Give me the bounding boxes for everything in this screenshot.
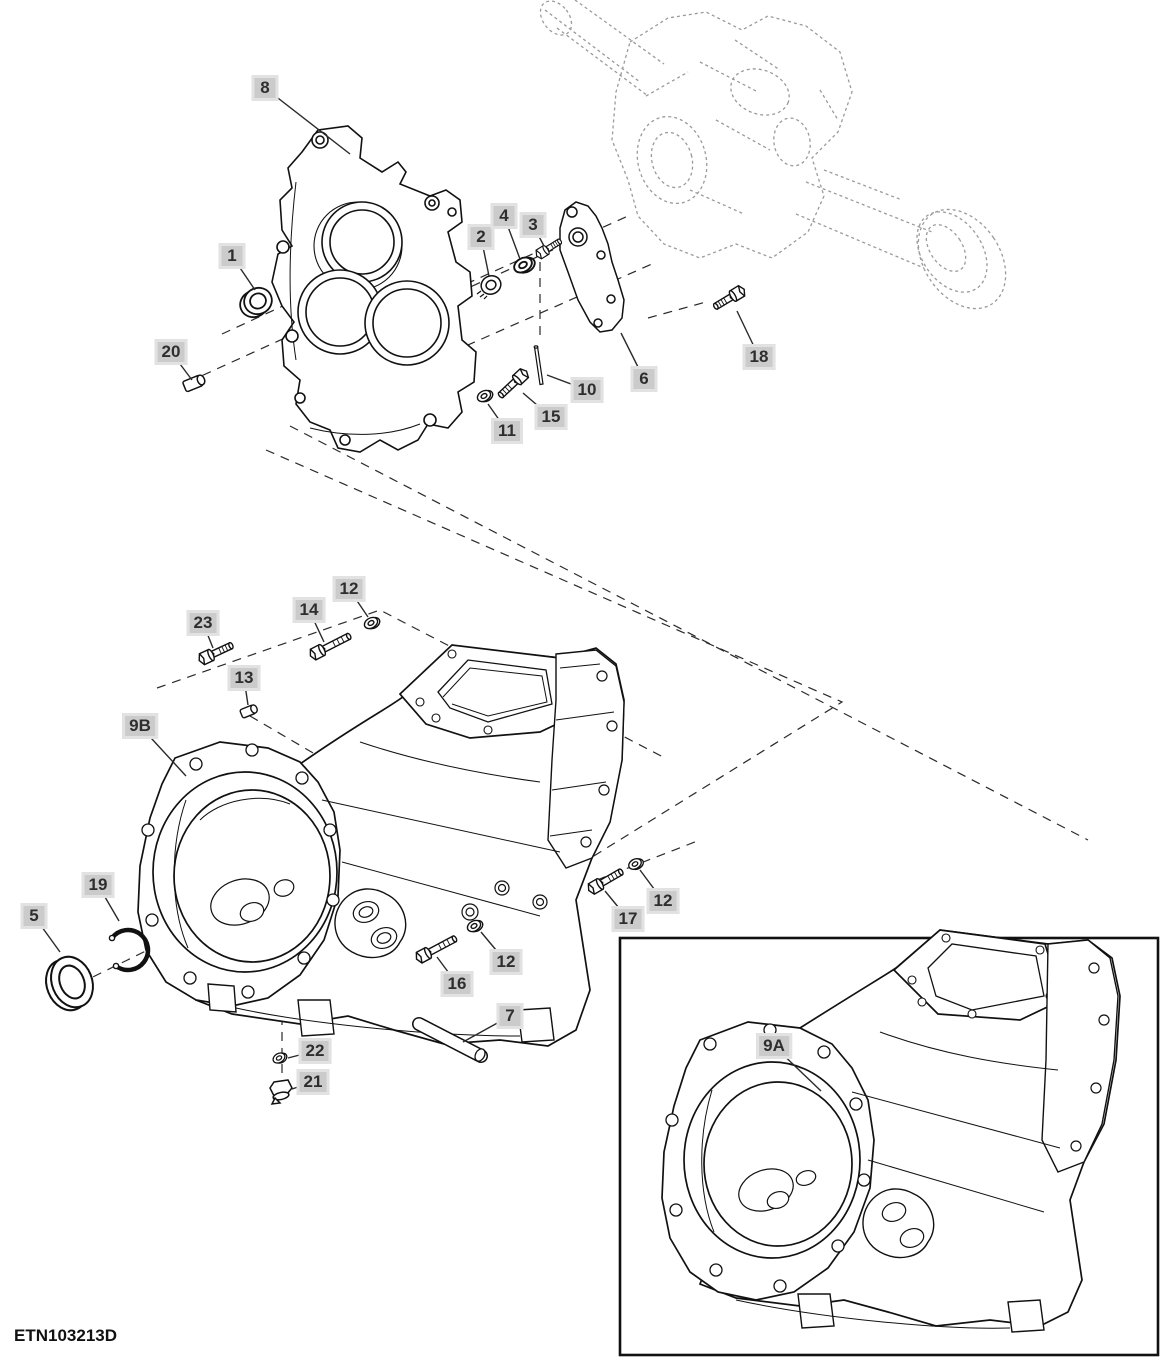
cover-plate-8 [271, 125, 477, 453]
callout-12[interactable]: 12 [489, 949, 523, 975]
assembly-axis-line [265, 449, 844, 873]
callout-9B[interactable]: 9B [122, 713, 158, 739]
plug-2 [476, 275, 502, 300]
assembly-axis-line [289, 425, 1089, 841]
callout-20[interactable]: 20 [154, 339, 188, 365]
callout-16[interactable]: 16 [440, 971, 474, 997]
bolt-16 [415, 935, 458, 964]
variant-inset-box [618, 929, 1160, 1357]
callout-15[interactable]: 15 [534, 404, 568, 430]
callout-1[interactable]: 1 [218, 243, 246, 269]
bolt-23 [198, 641, 234, 666]
callout-18[interactable]: 18 [742, 344, 776, 370]
bolt-14 [309, 632, 352, 661]
leader-line-8 [264, 87, 351, 155]
callout-13[interactable]: 13 [227, 665, 261, 691]
callout-8[interactable]: 8 [251, 75, 279, 101]
callout-3[interactable]: 3 [519, 212, 547, 238]
callout-11[interactable]: 11 [491, 418, 523, 444]
assembly-axis-line [647, 301, 707, 319]
seal-5 [45, 955, 94, 1012]
fastener-hardware [198, 238, 746, 1064]
transmission-housing-9a [661, 929, 1121, 1333]
callout-9A[interactable]: 9A [756, 1033, 792, 1059]
callout-12[interactable]: 12 [646, 888, 680, 914]
callout-21[interactable]: 21 [296, 1069, 330, 1095]
flange-screw-18 [712, 284, 746, 311]
figure-code: ETN103213D [14, 1326, 118, 1345]
washer-12 [466, 919, 484, 933]
callout-19[interactable]: 19 [81, 872, 115, 898]
washer-11 [476, 389, 494, 403]
bolt-17 [587, 868, 624, 896]
callout-12[interactable]: 12 [332, 576, 366, 602]
snap-ring-19 [108, 927, 151, 973]
callout-4[interactable]: 4 [490, 203, 518, 229]
axle-assembly-phantom [539, 0, 1007, 310]
washer-12 [628, 858, 644, 871]
transmission-housing-9b [137, 644, 625, 1047]
plug-20 [182, 374, 206, 393]
assembly-axis-line [451, 263, 653, 353]
washer-4 [513, 256, 536, 274]
roll-pin-7 [412, 1017, 488, 1063]
screw-21 [269, 1079, 293, 1105]
washer-12 [363, 616, 381, 630]
callout-6[interactable]: 6 [630, 366, 658, 392]
washer-22 [272, 1052, 288, 1064]
gasket-6 [559, 201, 625, 333]
bolt-15 [497, 367, 530, 399]
callout-10[interactable]: 10 [570, 377, 604, 403]
callout-5[interactable]: 5 [20, 903, 48, 929]
assembly-axis-line [249, 715, 321, 758]
seal-1 [239, 286, 273, 319]
callout-7[interactable]: 7 [496, 1003, 524, 1029]
screw-3 [535, 238, 563, 260]
callout-17[interactable]: 17 [611, 906, 645, 932]
pin-10 [533, 345, 544, 386]
pin-13 [239, 704, 258, 719]
callout-23[interactable]: 23 [186, 610, 220, 636]
callout-2[interactable]: 2 [467, 224, 495, 250]
assembly-axis-line [187, 311, 343, 383]
callout-14[interactable]: 14 [292, 597, 326, 623]
callout-22[interactable]: 22 [298, 1038, 332, 1064]
